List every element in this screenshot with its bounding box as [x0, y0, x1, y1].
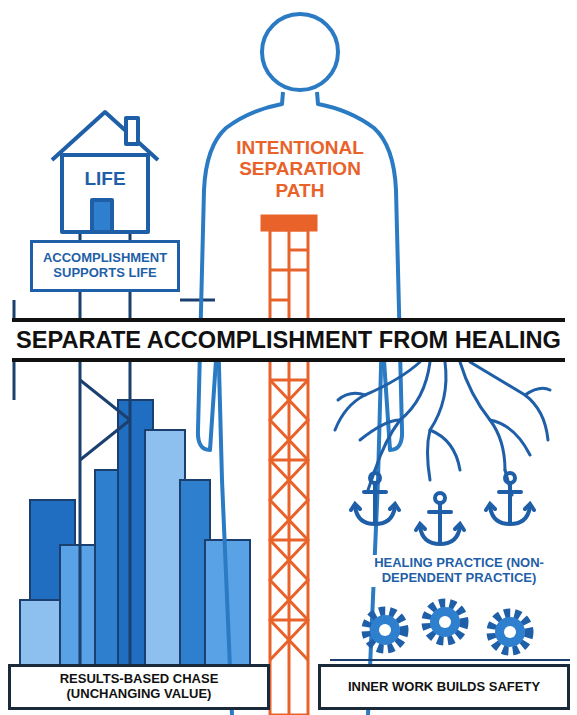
node-text: INNER WORK BUILDS SAFETY: [348, 680, 540, 695]
node-text: ACCOMPLISHMENT SUPPORTS LIFE: [39, 251, 171, 280]
safety-box: INNER WORK BUILDS SAFETY: [318, 664, 570, 710]
title-text: SEPARATE ACCOMPLISHMENT FROM HEALING: [16, 327, 561, 353]
node-text: INTENTIONAL SEPARATION PATH: [228, 137, 372, 201]
title-band: SEPARATE ACCOMPLISHMENT FROM HEALING: [12, 318, 565, 362]
practice-label: HEALING PRACTICE (NON-DEPENDENT PRACTICE…: [352, 555, 566, 587]
node-text: LIFE: [84, 168, 125, 189]
node-text: RESULTS-BASED CHASE (UNCHANGING VALUE): [17, 672, 261, 701]
result-box: RESULTS-BASED CHASE (UNCHANGING VALUE): [8, 664, 270, 710]
support-box: ACCOMPLISHMENT SUPPORTS LIFE: [30, 240, 180, 292]
path-label-area: INTENTIONAL SEPARATION PATH: [222, 128, 378, 210]
house-label: LIFE: [66, 160, 144, 198]
